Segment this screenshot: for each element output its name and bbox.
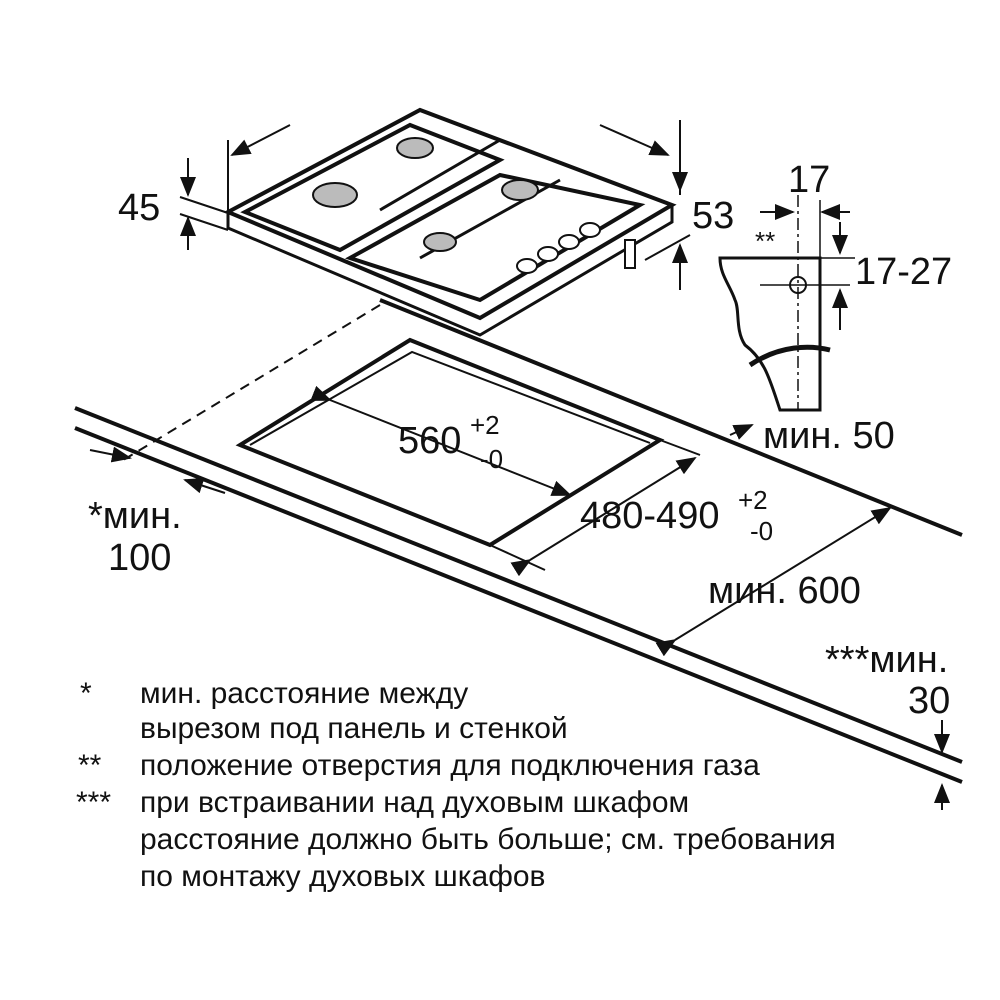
dim-profile-range: 17-27 <box>855 251 952 293</box>
dim-side-clearance-value: 100 <box>108 537 171 579</box>
footnote-line: по монтажу духовых шкафов <box>140 860 546 893</box>
dim-bottom-clearance-label: ***мин. <box>825 639 948 681</box>
footnote-line: мин. расстояние между <box>140 677 468 710</box>
dim-back-clearance: мин. 50 <box>763 415 895 457</box>
dim-bottom-clearance-value: 30 <box>908 680 950 722</box>
dim-cutout-width: 560 <box>398 420 461 462</box>
dim-cutout-depth: 480-490 <box>580 495 719 537</box>
footnote-marker: * <box>80 677 92 710</box>
dim-profile-width: 17 <box>788 159 830 201</box>
dim-hob-side: 53 <box>692 195 734 237</box>
footnote-line: расстояние должно быть больше; см. требо… <box>140 823 836 856</box>
gas-inlet-profile <box>718 195 855 412</box>
burner-icon <box>312 137 539 252</box>
control-knobs <box>516 222 601 274</box>
gas-hob <box>223 107 677 337</box>
dim-hob-height: 45 <box>118 187 160 229</box>
footnote-marker: ** <box>78 749 102 782</box>
dim-side-clearance-label: *мин. <box>88 495 182 537</box>
dim-worktop-depth: мин. 600 <box>708 570 861 612</box>
worktop <box>74 298 963 784</box>
footnote-line: положение отверстия для подключения газа <box>140 749 760 782</box>
footnote-line: вырезом под панель и стенкой <box>140 712 568 745</box>
dim-cutout-width-tol-plus: +2 <box>470 410 500 440</box>
dim-cutout-width-tol-minus: -0 <box>480 444 503 474</box>
footnote-marker: *** <box>76 786 111 819</box>
profile-marker: ** <box>755 226 775 256</box>
footnote-line: при встраивании над духовым шкафом <box>140 786 689 819</box>
dim-cutout-depth-tol-plus: +2 <box>738 485 768 515</box>
dim-cutout-depth-tol-minus: -0 <box>750 516 773 546</box>
dimension-lines <box>89 120 950 810</box>
gas-connector <box>624 239 636 269</box>
footnotes: * мин. расстояние между вырезом под пане… <box>76 677 836 893</box>
